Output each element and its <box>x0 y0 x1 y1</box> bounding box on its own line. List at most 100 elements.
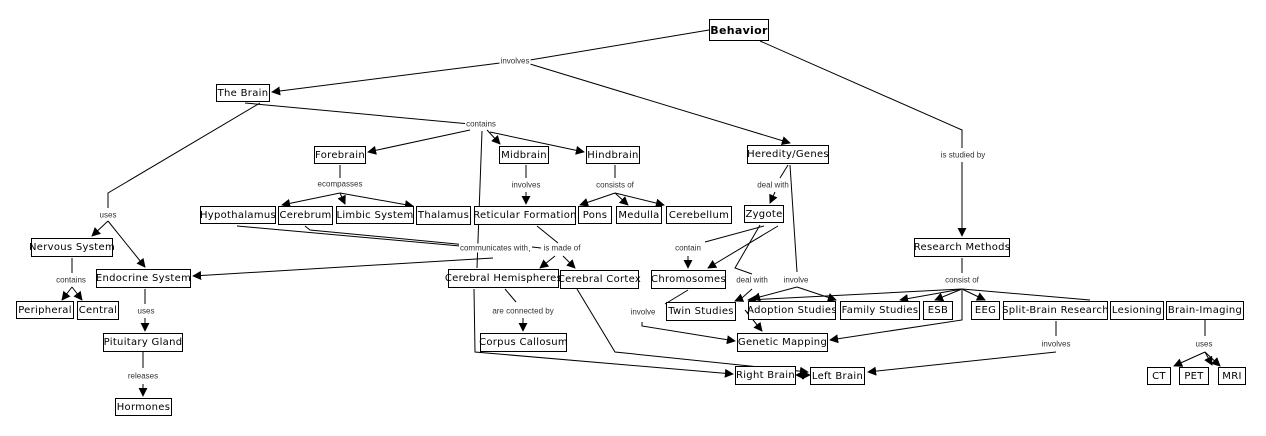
link-line <box>614 192 665 208</box>
link-line <box>734 288 753 302</box>
link-line <box>236 225 461 247</box>
link-label-communicates-with: communicates with <box>458 243 530 253</box>
link-line <box>1204 351 1213 366</box>
concept-node-limbic-system[interactable]: Limbic System <box>336 206 414 224</box>
concept-node-right-brain[interactable]: Right Brain <box>735 366 796 385</box>
concept-node-forebrain[interactable]: Forebrain <box>314 146 366 164</box>
link-label-imaging-uses: uses <box>1194 339 1214 349</box>
concept-node-adoption-studies[interactable]: Adoption Studies <box>747 301 837 320</box>
link-line <box>271 62 501 96</box>
concept-node-hormones[interactable]: Hormones <box>115 398 172 416</box>
concept-node-midbrain[interactable]: Midbrain <box>499 146 549 164</box>
link-line <box>1173 351 1206 367</box>
link-line <box>707 225 779 269</box>
link-label-is-made-of: is made of <box>542 243 582 253</box>
link-line <box>529 63 791 145</box>
link-label-behavior-is-studied-by: is studied by <box>939 150 987 160</box>
link-label-research-consist-of: consist of <box>944 275 980 285</box>
link-line <box>473 288 734 378</box>
link-line <box>899 288 963 304</box>
link-label-chromosomes-involve: involve <box>629 307 657 317</box>
link-line <box>789 164 798 273</box>
link-label-brain-uses: uses <box>98 210 118 220</box>
link-line <box>489 131 585 155</box>
concept-node-thalamus[interactable]: Thalamus <box>416 206 471 225</box>
link-label-zygote-contain: contain <box>674 243 702 253</box>
concept-node-heredity-genes[interactable]: Heredity/Genes <box>747 145 829 164</box>
concept-node-twin-studies[interactable]: Twin Studies <box>666 302 736 321</box>
link-line <box>339 192 414 210</box>
concept-node-ct[interactable]: CT <box>1147 367 1171 385</box>
link-line <box>867 351 1057 376</box>
link-line <box>504 288 517 303</box>
concept-node-family-studies[interactable]: Family Studies <box>840 301 920 320</box>
link-label-heredity-deal-with: deal with <box>756 180 790 190</box>
link-line <box>1204 351 1221 367</box>
concept-node-eeg[interactable]: EEG <box>971 301 1000 320</box>
concept-node-reticular-formation[interactable]: Reticular Formation <box>473 206 576 225</box>
link-line <box>796 286 837 302</box>
concept-node-peripheral[interactable]: Peripheral <box>16 301 74 319</box>
link-line <box>734 224 761 275</box>
concept-node-the-brain[interactable]: The Brain <box>216 84 270 102</box>
link-line <box>641 322 736 345</box>
link-label-forebrain-ecompasses: ecompasses <box>316 179 364 189</box>
concept-node-cerebellum[interactable]: Cerebellum <box>666 206 732 224</box>
concept-node-pet[interactable]: PET <box>1179 367 1209 385</box>
link-line <box>934 288 963 302</box>
link-line <box>304 225 531 252</box>
concept-node-zygote[interactable]: Zygote <box>744 205 784 223</box>
link-line <box>614 192 629 206</box>
concept-node-hindbrain[interactable]: Hindbrain <box>586 146 640 164</box>
link-line <box>769 191 778 204</box>
concept-node-pons[interactable]: Pons <box>578 206 612 224</box>
link-line <box>539 255 556 269</box>
link-label-split-brain-involves: involves <box>1040 339 1072 349</box>
link-line <box>704 225 765 243</box>
link-label-hindbrain-consists-of: consists of <box>595 180 635 190</box>
concept-node-nervous-system[interactable]: Nervous System <box>29 238 115 257</box>
link-line <box>751 286 798 302</box>
concept-node-brain-imaging[interactable]: Brain-Imaging <box>1166 301 1244 320</box>
link-line <box>664 289 689 305</box>
concept-node-pituitary-gland[interactable]: Pituitary Gland <box>103 333 183 352</box>
concept-node-esb[interactable]: ESB <box>923 301 953 320</box>
link-label-are-connected-by: are connected by <box>491 306 555 316</box>
concept-node-cerebrum[interactable]: Cerebrum <box>278 206 333 225</box>
link-label-zygote-deal-with: deal with <box>735 275 769 285</box>
concept-node-behavior[interactable]: Behavior <box>709 19 769 41</box>
concept-node-endocrine-system[interactable]: Endocrine System <box>96 269 191 288</box>
concept-node-genetic-mapping[interactable]: Genetic Mapping <box>737 333 828 352</box>
link-line <box>91 220 109 237</box>
link-label-midbrain-involves: involves <box>510 180 542 190</box>
link-line <box>759 40 963 148</box>
concept-node-split-brain-research[interactable]: Split-Brain Research <box>1002 301 1109 320</box>
link-line <box>576 288 809 376</box>
link-label-nervous-contains: contains <box>55 275 87 285</box>
concept-node-hypothalamus[interactable]: Hypothalamus <box>200 206 276 224</box>
concept-node-lesioning[interactable]: Lesioning <box>1110 301 1164 320</box>
link-line <box>531 246 542 249</box>
link-line <box>192 257 494 281</box>
link-label-heredity-involve: involve <box>782 275 810 285</box>
concept-node-central[interactable]: Central <box>77 301 119 320</box>
link-line <box>529 29 710 61</box>
link-line <box>779 164 789 179</box>
link-label-endocrine-uses: uses <box>136 306 156 316</box>
concept-node-cerebral-cortex[interactable]: Cerebral Cortex <box>558 270 641 289</box>
concept-node-medulla[interactable]: Medulla <box>616 206 662 224</box>
link-line <box>71 286 83 301</box>
concept-node-left-brain[interactable]: Left Brain <box>810 367 865 385</box>
link-label-pituitary-releases: releases <box>126 371 160 381</box>
concept-node-research-methods[interactable]: Research Methods <box>914 238 1010 257</box>
link-line <box>244 102 471 125</box>
concept-node-cerebral-hemispheres[interactable]: Cerebral Hemispheres <box>445 269 562 288</box>
link-line <box>486 129 501 145</box>
concept-node-mri[interactable]: MRI <box>1218 367 1246 385</box>
link-line <box>536 225 559 244</box>
concept-node-chromosomes[interactable]: Chromosomes <box>651 270 726 289</box>
link-line <box>367 129 471 155</box>
concept-node-corpus-callosum[interactable]: Corpus Callosum <box>479 333 568 352</box>
link-line <box>961 288 986 301</box>
